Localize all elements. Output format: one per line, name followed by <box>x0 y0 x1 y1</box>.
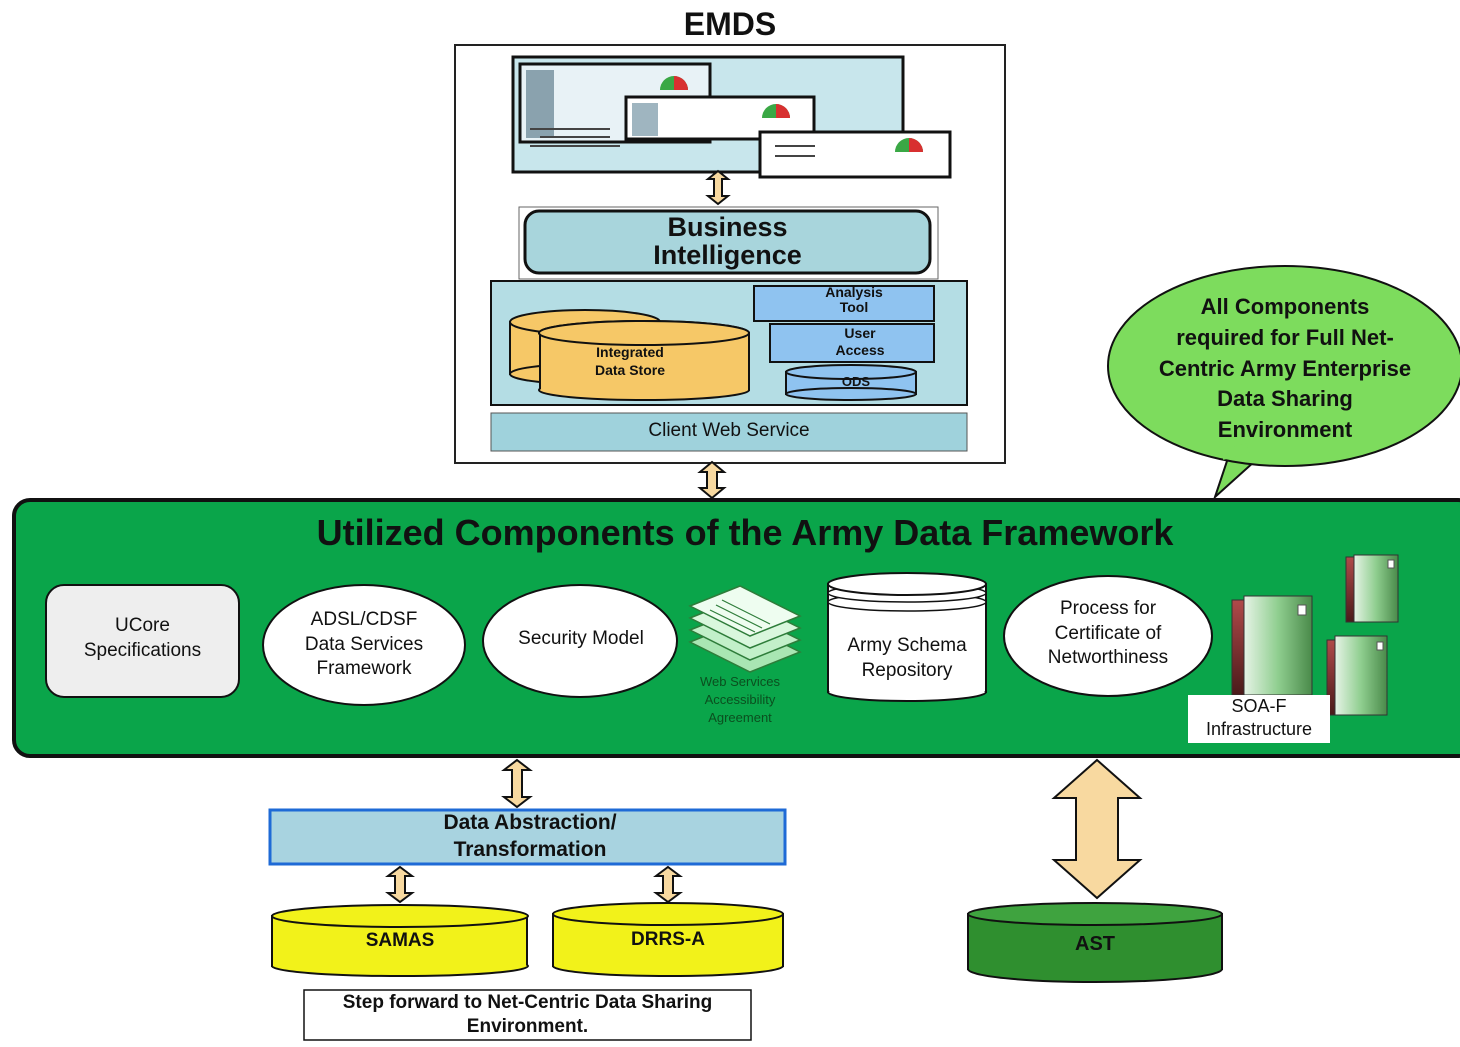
integrated-data-store-cylinder <box>509 309 750 401</box>
samas-arrow <box>385 865 415 904</box>
step-forward-box <box>303 989 752 1041</box>
samas-cylinder <box>271 904 529 977</box>
analysis-tool-box <box>753 285 935 322</box>
networthiness-label: Process for Certificate of Networthiness <box>1047 598 1169 669</box>
user-access-label: User Access <box>835 325 885 358</box>
wsaa-label: Web Services Accessibility Agreement <box>700 674 780 726</box>
emds-title: EMDS <box>683 6 777 42</box>
soaf-label-box <box>1188 695 1330 743</box>
callout-bubble <box>1107 265 1460 501</box>
ods-label: ODS <box>841 374 871 389</box>
abstraction-arrow <box>501 758 533 809</box>
business-intelligence-label: Business Intelligence <box>653 212 802 271</box>
ast-cylinder <box>967 902 1223 983</box>
adsl-label: ADSL/CDSF Data Services Framework <box>304 609 424 680</box>
adsl-ellipse <box>262 584 466 706</box>
ucore-label: UCore Specifications <box>83 615 202 661</box>
client-web-service-box <box>490 412 968 452</box>
security-label: Security Model <box>518 628 644 649</box>
emds-framework-arrow <box>697 460 727 500</box>
drrs-cylinder <box>552 902 784 977</box>
soaf-label: SOA-F Infrastructure <box>1205 696 1313 740</box>
drrs-arrow <box>653 865 683 904</box>
business-intelligence-box <box>523 209 932 275</box>
ast-arrow <box>1051 758 1143 900</box>
drrs-label: DRRS-A <box>631 929 705 950</box>
server-icon <box>1231 554 1399 716</box>
security-ellipse <box>482 584 678 698</box>
analysis-tool-label: Analysis Tool <box>825 284 883 316</box>
integrated-data-store-label: Integrated Data Store <box>594 344 666 378</box>
ucore-box <box>45 584 240 698</box>
client-web-service-label: Client Web Service <box>648 420 810 441</box>
step-forward-label: Step forward to Net-Centric Data Sharing… <box>342 992 713 1037</box>
documents-icon <box>688 585 802 673</box>
data-abstraction-box <box>268 808 787 866</box>
dashboard-screenshots-panel <box>511 55 952 179</box>
ast-label: AST <box>1075 933 1115 955</box>
user-access-box <box>769 323 935 363</box>
schema-repository-cylinder <box>827 572 987 702</box>
framework-title: Utilized Components of the Army Data Fra… <box>316 512 1174 553</box>
ods-cylinder <box>785 364 917 401</box>
networthiness-ellipse <box>1003 575 1213 697</box>
data-abstraction-label: Data Abstraction/ Transformation <box>443 811 617 862</box>
samas-label: SAMAS <box>365 930 435 951</box>
schema-label: Army Schema Repository <box>847 635 967 681</box>
bi-arrow <box>705 169 731 206</box>
callout-text: All Components required for Full Net- Ce… <box>1158 294 1412 443</box>
